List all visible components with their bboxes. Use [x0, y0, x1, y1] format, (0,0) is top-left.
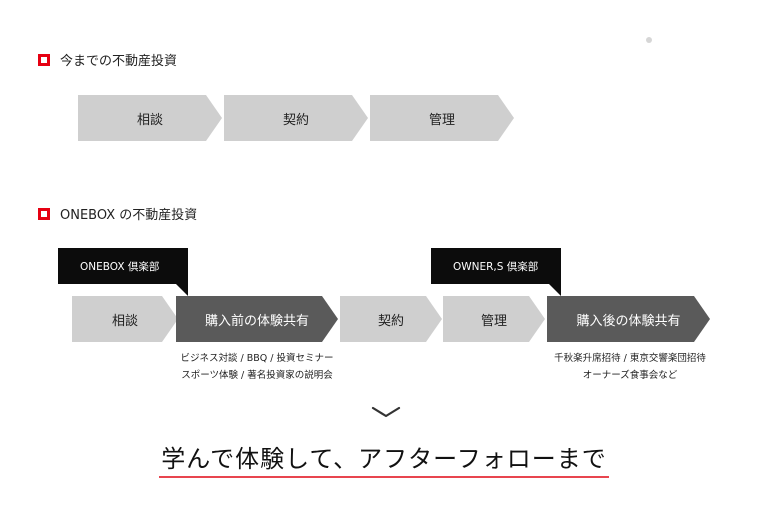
note-line: 千秋楽升席招待 / 東京交響楽団招待	[554, 353, 706, 364]
step-label: 購入後の体験共有	[576, 313, 681, 329]
step-label: 管理	[428, 112, 455, 128]
note-line: ビジネス対談 / BBQ / 投資セミナー	[180, 353, 334, 364]
note-line: オーナーズ食事会など	[582, 370, 678, 381]
club-label-text: OWNER,S 倶楽部	[453, 260, 539, 273]
headline-text: 学んで体験して、アフターフォローまで	[159, 444, 609, 478]
step-label: 相談	[136, 112, 163, 128]
step-pre-purchase-experience: 購入前の体験共有	[176, 296, 338, 342]
step-label: 相談	[111, 313, 138, 329]
section-title-text: 今までの不動産投資	[60, 54, 178, 69]
step-consultation: 相談	[72, 296, 178, 342]
step-management: 管理	[370, 95, 514, 141]
note-post-purchase: 千秋楽升席招待 / 東京交響楽団招待 オーナーズ食事会など	[535, 350, 725, 384]
step-management: 管理	[443, 296, 545, 342]
step-label: 購入前の体験共有	[204, 313, 309, 329]
section-title-traditional: 今までの不動産投資	[38, 50, 177, 69]
step-post-purchase-experience: 購入後の体験共有	[547, 296, 710, 342]
section-title-text: ONEBOX の不動産投資	[60, 208, 198, 223]
chevron-down-icon	[371, 406, 401, 418]
club-label-owners: OWNER,S 倶楽部	[431, 248, 561, 296]
decorative-dot	[646, 37, 652, 43]
step-label: 管理	[480, 313, 507, 329]
step-label: 契約	[377, 313, 404, 329]
square-bullet-icon	[38, 207, 50, 220]
square-bullet-icon	[38, 53, 50, 66]
headline: 学んで体験して、アフターフォローまで	[0, 444, 768, 478]
note-pre-purchase: ビジネス対談 / BBQ / 投資セミナー スポーツ体験 / 著名投資家の説明会	[162, 350, 352, 384]
club-label-onebox: ONEBOX 倶楽部	[58, 248, 188, 296]
step-label: 契約	[282, 112, 309, 128]
note-line: スポーツ体験 / 著名投資家の説明会	[181, 370, 333, 381]
step-contract: 契約	[224, 95, 368, 141]
club-label-text: ONEBOX 倶楽部	[80, 260, 160, 273]
section-title-onebox: ONEBOX の不動産投資	[38, 204, 197, 223]
step-consultation: 相談	[78, 95, 222, 141]
step-contract: 契約	[340, 296, 442, 342]
